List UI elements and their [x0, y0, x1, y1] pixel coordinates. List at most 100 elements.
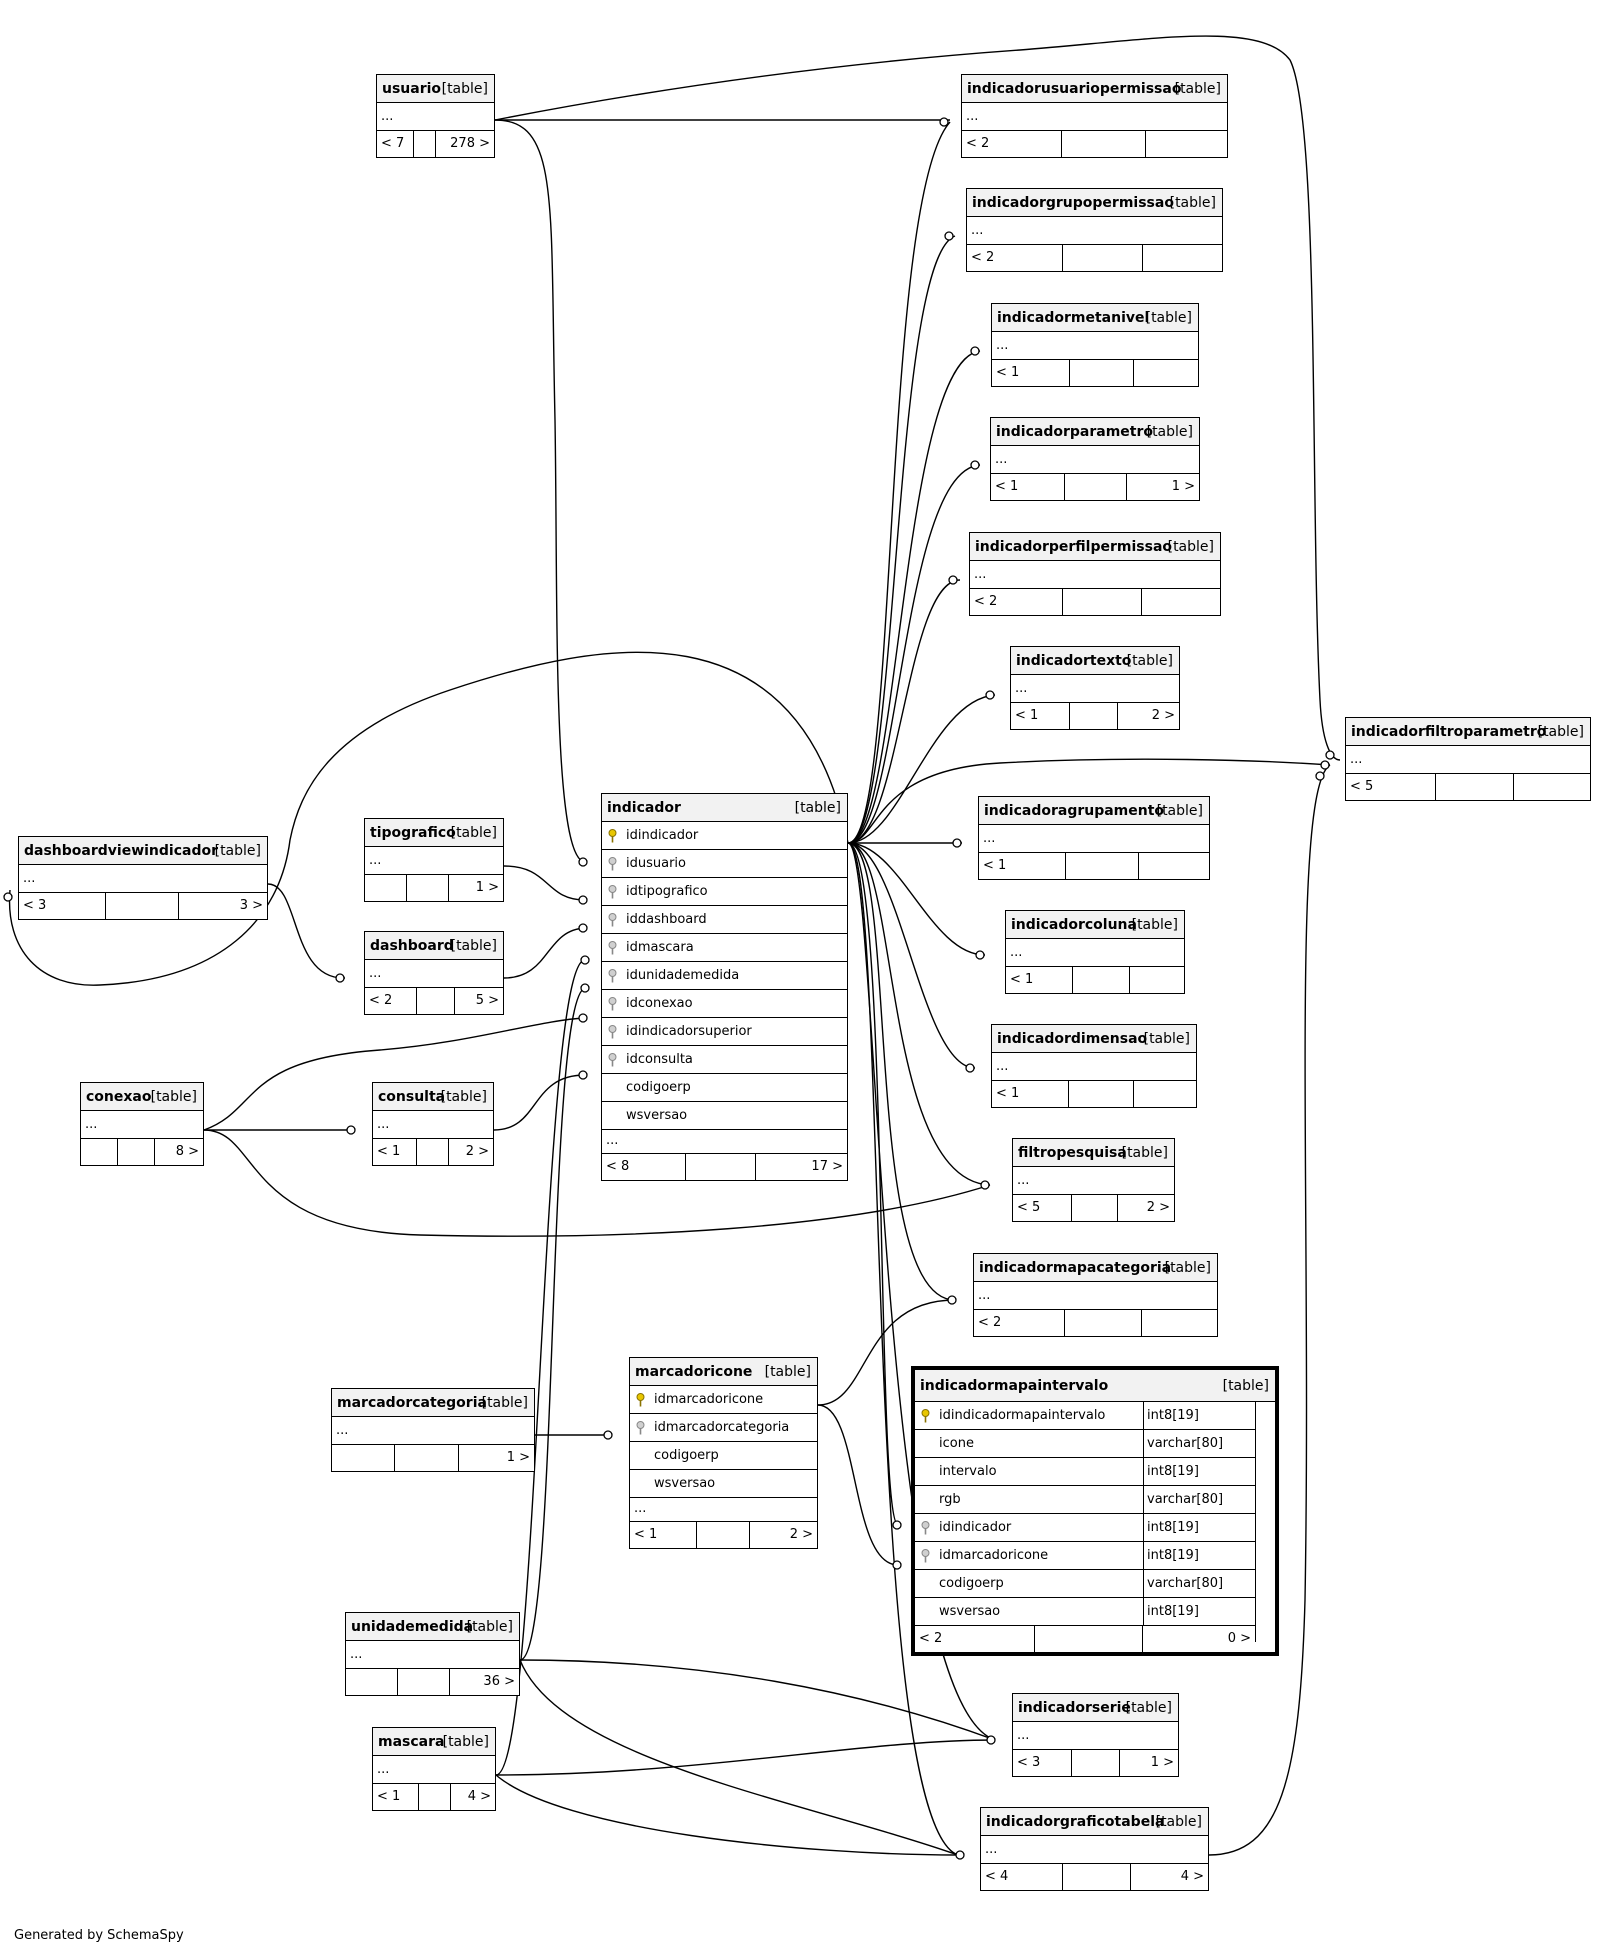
column-name: idindicadorsuperior	[626, 1024, 752, 1039]
children-count[interactable]	[1514, 774, 1590, 800]
children-count[interactable]: 5 >	[475, 993, 499, 1008]
parents-count[interactable]: < 2	[967, 245, 1063, 271]
column-name: idusuario	[626, 856, 686, 871]
table-name: indicadorperfilpermissao	[975, 539, 1173, 555]
children-count[interactable]	[1143, 245, 1222, 271]
children-count[interactable]: 0 >	[1227, 1631, 1251, 1646]
children-count[interactable]: 4 >	[1180, 1869, 1204, 1884]
children-count[interactable]: 1 >	[1150, 1755, 1174, 1770]
children-count[interactable]: 3 >	[239, 898, 263, 913]
table-name: marcadorcategoria	[337, 1395, 487, 1411]
table-marcadorcategoria[interactable]: marcadorcategoria[table] ... 1 >	[331, 1388, 535, 1472]
table-indicadorgrupopermissao[interactable]: indicadorgrupopermissao[table] ... < 2	[966, 188, 1223, 272]
children-count[interactable]	[1139, 853, 1209, 879]
parents-count[interactable]: < 2	[915, 1626, 1035, 1652]
foreign-key-icon	[608, 969, 617, 983]
table-indicadorcoluna[interactable]: indicadorcoluna[table] ... < 1	[1005, 910, 1185, 994]
table-tag: [table]	[1143, 1031, 1190, 1047]
parents-count[interactable]: < 5	[1346, 774, 1436, 800]
children-count[interactable]: 278 >	[450, 136, 490, 151]
table-indicadormetanivel[interactable]: indicadormetanivel[table] ... < 1	[991, 303, 1199, 387]
parents-count[interactable]: < 2	[970, 589, 1063, 615]
parents-count[interactable]: < 2	[962, 131, 1062, 157]
rows-count	[1063, 589, 1142, 615]
edge-end-circle	[985, 690, 995, 700]
children-count[interactable]: 1 >	[506, 1450, 530, 1465]
edge-end-circle	[892, 1560, 902, 1570]
children-count[interactable]: 8 >	[175, 1144, 199, 1159]
children-count[interactable]: 1 >	[475, 880, 499, 895]
table-indicadormapacategoria[interactable]: indicadormapacategoria[table] ... < 2	[973, 1253, 1218, 1337]
children-count[interactable]	[1134, 360, 1198, 386]
columns-ellipsis: ...	[974, 1282, 1217, 1310]
children-count[interactable]: 4 >	[467, 1789, 491, 1804]
parents-count[interactable]: < 2	[365, 988, 417, 1014]
children-count[interactable]	[1130, 967, 1184, 993]
parents-count[interactable]: < 3	[1013, 1750, 1072, 1776]
parents-count[interactable]: < 4	[981, 1864, 1063, 1890]
table-indicadorperfilpermissao[interactable]: indicadorperfilpermissao[table] ... < 2	[969, 532, 1221, 616]
rows-count	[1066, 853, 1139, 879]
table-unidademedida[interactable]: unidademedida[table] ... 36 >	[345, 1612, 520, 1696]
column-name: idtipografico	[626, 884, 708, 899]
parents-count[interactable]: < 7	[377, 131, 414, 157]
children-count[interactable]: 1 >	[1171, 479, 1195, 494]
children-count[interactable]	[1146, 131, 1227, 157]
column-type: varchar[80]	[1143, 1430, 1255, 1458]
parents-count[interactable]	[365, 875, 407, 901]
table-tag: [table]	[1145, 310, 1192, 326]
table-indicadorfiltroparametro[interactable]: indicadorfiltroparametro[table] ... < 5	[1345, 717, 1591, 801]
edge-end-circle	[580, 983, 590, 993]
table-indicadordimensao[interactable]: indicadordimensao[table] ... < 1	[991, 1024, 1197, 1108]
edge-end-circle	[578, 895, 588, 905]
columns-ellipsis: ...	[332, 1417, 534, 1445]
parents-count[interactable]: < 2	[974, 1310, 1065, 1336]
parents-count[interactable]: < 1	[1011, 703, 1070, 729]
table-indicador[interactable]: indicador[table] idindicador idusuario i…	[601, 793, 848, 1181]
parents-count[interactable]	[332, 1445, 395, 1471]
children-count[interactable]	[1134, 1081, 1196, 1107]
table-tipografico[interactable]: tipografico[table] ... 1 >	[364, 818, 504, 902]
parents-count[interactable]: < 1	[992, 1081, 1069, 1107]
table-indicadormapaintervalo[interactable]: indicadormapaintervalo[table] idindicado…	[911, 1366, 1279, 1656]
parents-count[interactable]	[81, 1139, 118, 1165]
table-indicadorusuariopermissao[interactable]: indicadorusuariopermissao[table] ... < 2	[961, 74, 1228, 158]
parents-count[interactable]	[346, 1669, 398, 1695]
table-conexao[interactable]: conexao[table] ... 8 >	[80, 1082, 204, 1166]
parents-count[interactable]: < 1	[992, 360, 1070, 386]
parents-count[interactable]: < 1	[979, 853, 1066, 879]
parents-count[interactable]: < 1	[630, 1522, 697, 1548]
children-count[interactable]: 2 >	[1146, 1200, 1170, 1215]
children-count[interactable]: 2 >	[1151, 708, 1175, 723]
children-count[interactable]: 2 >	[465, 1144, 489, 1159]
parents-count[interactable]: < 3	[19, 893, 106, 919]
children-count[interactable]: 17 >	[811, 1159, 843, 1174]
parents-count[interactable]: < 1	[991, 474, 1065, 500]
parents-count[interactable]: < 1	[373, 1784, 419, 1810]
table-indicadoragrupamento[interactable]: indicadoragrupamento[table] ... < 1	[978, 796, 1210, 880]
children-count[interactable]	[1142, 1310, 1217, 1336]
table-marcadoricone[interactable]: marcadoricone[table] idmarcadoricone idm…	[629, 1357, 818, 1549]
parents-count[interactable]: < 8	[602, 1154, 686, 1180]
children-count[interactable]: 36 >	[483, 1674, 515, 1689]
edge-end-circle	[965, 1063, 975, 1073]
children-count[interactable]: 2 >	[789, 1527, 813, 1542]
edge-mascara-indicadorserie	[495, 1739, 996, 1776]
parents-count[interactable]: < 1	[1006, 967, 1073, 993]
columns-ellipsis: ...	[981, 1836, 1208, 1864]
column-name: idmascara	[626, 940, 694, 955]
children-count[interactable]	[1142, 589, 1220, 615]
parents-count[interactable]: < 1	[373, 1139, 417, 1165]
parents-count[interactable]: < 5	[1013, 1195, 1072, 1221]
table-tag: [table]	[150, 1089, 197, 1105]
